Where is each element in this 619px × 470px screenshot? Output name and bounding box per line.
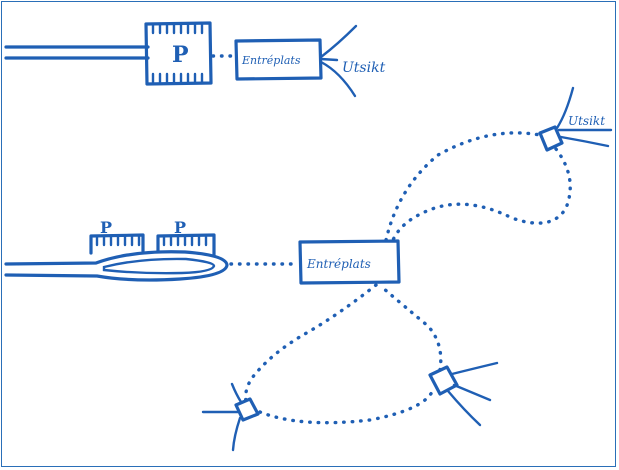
bottom-entrance-box: Entréplats — [298, 239, 401, 285]
bottom-access-road-loop — [4, 250, 229, 282]
lower-trail-loop — [243, 283, 443, 425]
bottom-parking-label-1: P — [100, 218, 112, 237]
bottom-parking-lot-2: P — [156, 218, 216, 257]
bottom-entrance-label: Entréplats — [306, 257, 371, 271]
top-parking-lot: P — [144, 21, 213, 86]
upper-viewpoint — [538, 86, 613, 152]
top-scheme: P Entréplats Utsikt — [4, 21, 386, 98]
upper-view-label: Utsikt — [568, 114, 605, 128]
bottom-scheme: P P Entréplats Utsikt — [4, 86, 613, 452]
bottom-parking-lot-1: P — [89, 218, 145, 255]
top-access-road — [4, 45, 150, 60]
bottom-parking-label-2: P — [174, 218, 186, 237]
top-entrance-box: Entréplats — [234, 38, 323, 81]
lower-right-viewpoint — [428, 361, 499, 427]
top-view-label: Utsikt — [342, 60, 386, 76]
top-entrance-label: Entréplats — [241, 54, 301, 67]
top-parking-label: P — [172, 42, 189, 68]
upper-trail-loop — [384, 131, 572, 242]
top-view-branches — [319, 24, 358, 98]
lower-left-viewpoint — [201, 382, 260, 452]
